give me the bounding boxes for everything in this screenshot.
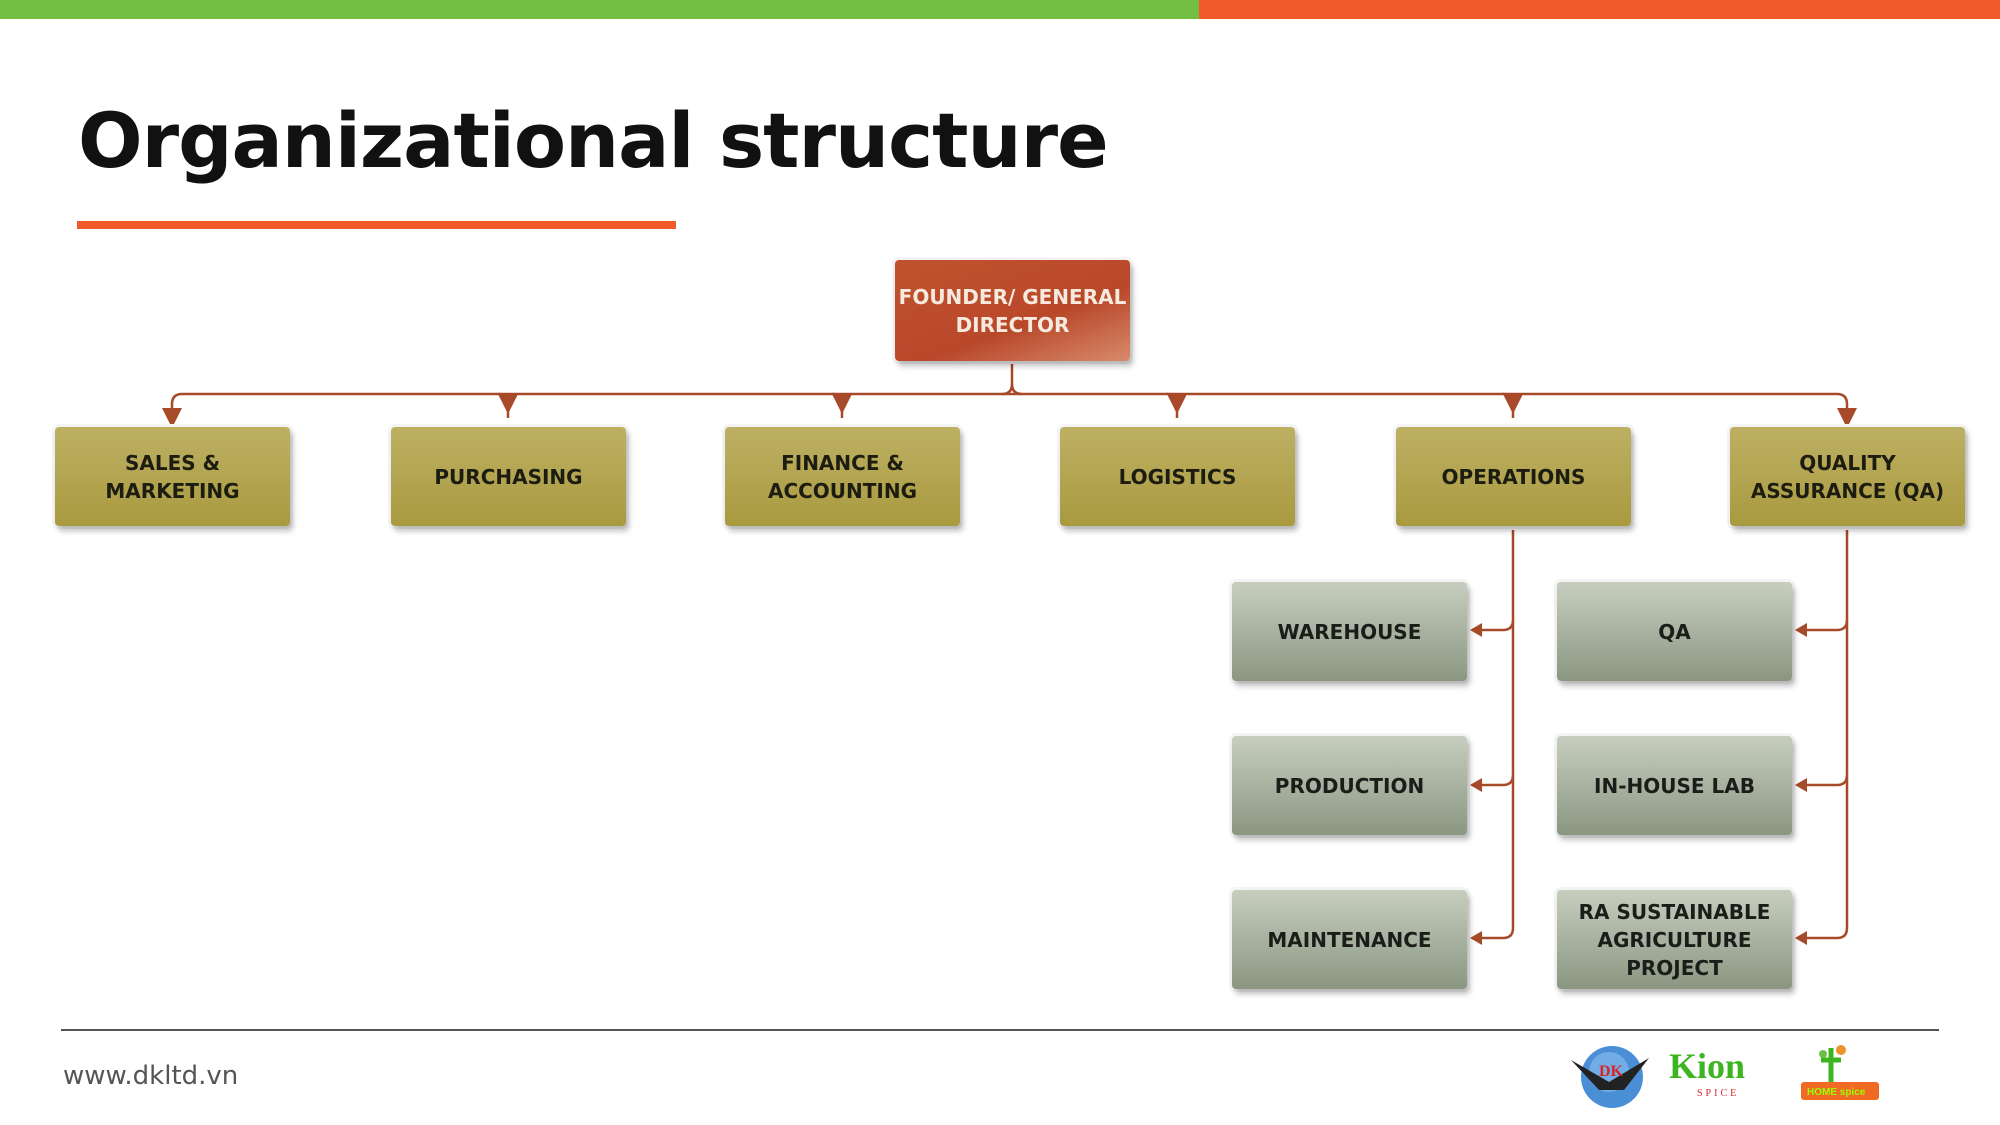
- svg-text:Kion: Kion: [1669, 1046, 1745, 1086]
- dept-purchasing: PURCHASING: [391, 427, 626, 526]
- svg-text:DK: DK: [1599, 1063, 1624, 1080]
- footer-divider: [61, 1029, 1939, 1031]
- dept-finance-accounting: FINANCE & ACCOUNTING: [725, 427, 960, 526]
- dk-logo: DK: [1571, 1046, 1649, 1108]
- dept-logistics: LOGISTICS: [1060, 427, 1295, 526]
- top-accent-orange: [1199, 0, 2000, 19]
- dept-sales-marketing: SALES & MARKETING: [55, 427, 290, 526]
- unit-production: PRODUCTION: [1232, 736, 1467, 835]
- unit-warehouse: WAREHOUSE: [1232, 582, 1467, 681]
- brand-logos: DK Kion SPICE HOME spice: [1571, 1045, 1879, 1108]
- unit-ra-sustainable-agriculture: RA SUSTAINABLE AGRICULTURE PROJECT: [1557, 890, 1792, 989]
- dept-quality-assurance: QUALITY ASSURANCE (QA): [1730, 427, 1965, 526]
- footer-url[interactable]: www.dkltd.vn: [63, 1061, 239, 1091]
- kion-spice-logo: Kion SPICE: [1669, 1046, 1745, 1099]
- dept-operations: OPERATIONS: [1396, 427, 1631, 526]
- home-spice-logo: HOME spice: [1801, 1045, 1879, 1100]
- svg-text:SPICE: SPICE: [1697, 1088, 1739, 1099]
- title-underline: [77, 221, 676, 229]
- top-accent-green: [0, 0, 1199, 19]
- founder-general-director-box: FOUNDER/ GENERAL DIRECTOR: [895, 260, 1130, 361]
- unit-qa: QA: [1557, 582, 1792, 681]
- unit-in-house-lab: IN-HOUSE LAB: [1557, 736, 1792, 835]
- unit-maintenance: MAINTENANCE: [1232, 890, 1467, 989]
- svg-text:HOME spice: HOME spice: [1807, 1087, 1866, 1098]
- page-title: Organizational structure: [78, 96, 1109, 185]
